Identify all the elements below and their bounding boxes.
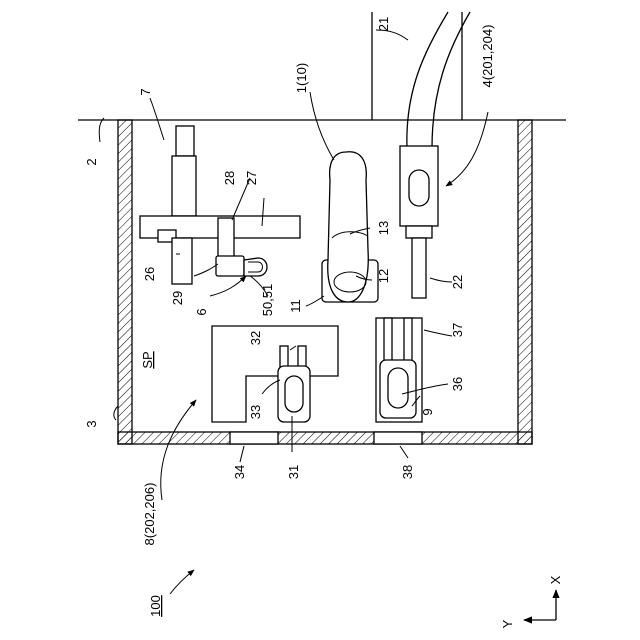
- label-station-right: 9: [420, 408, 435, 415]
- label-part-11: 11: [288, 299, 303, 313]
- label-part-27: 27: [244, 171, 259, 185]
- label-part-31: 31: [286, 465, 301, 479]
- label-cable: 21: [376, 17, 391, 31]
- axis-indicator: X Y: [500, 575, 563, 628]
- arrow-station-8: [161, 400, 196, 500]
- station-9: [376, 318, 422, 422]
- label-part-36: 36: [450, 377, 465, 391]
- label-part-13: 13: [376, 221, 391, 235]
- axis-x-label: X: [548, 575, 563, 584]
- label-part-12: 12: [376, 269, 391, 283]
- axis-y-label: Y: [500, 619, 515, 628]
- label-floor: 2: [84, 158, 99, 165]
- cable-21: [407, 12, 470, 148]
- arrow-tool-unit: [446, 112, 488, 186]
- label-part-50-51: 50,51: [260, 284, 275, 317]
- label-space: SP: [140, 351, 155, 368]
- label-part-29: 29: [170, 291, 185, 305]
- label-device: 100: [148, 595, 163, 617]
- station-8: [212, 326, 338, 422]
- label-part-33: 33: [248, 405, 263, 419]
- tool-unit: [400, 146, 438, 298]
- arrow-device-100: [170, 570, 194, 594]
- label-chamber: 3: [84, 420, 99, 427]
- label-fixture: 7: [138, 88, 153, 95]
- label-tool-unit: 4(201,204): [480, 25, 495, 88]
- label-part-32: 32: [248, 331, 263, 345]
- label-part-28: 28: [222, 171, 237, 185]
- fixture: [140, 126, 300, 284]
- label-part-6: 6: [194, 308, 209, 315]
- label-part-26: 26: [142, 267, 157, 281]
- label-part-22: 22: [450, 275, 465, 289]
- label-part-34: 34: [232, 465, 247, 479]
- label-robot: 1(10): [294, 63, 309, 93]
- label-station-left: 8(202,206): [142, 483, 157, 546]
- label-part-38: 38: [400, 465, 415, 479]
- arrow-fixture-6: [210, 276, 246, 296]
- label-part-37: 37: [450, 323, 465, 337]
